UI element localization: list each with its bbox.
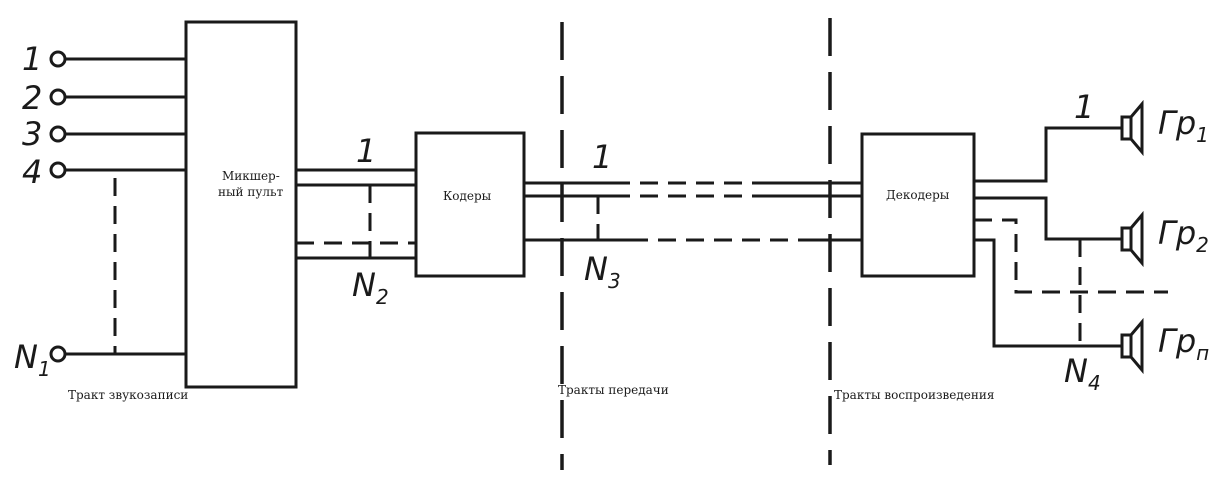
speaker-n: Грп [1120, 317, 1209, 375]
mixer-out-label-n2: N2 [352, 266, 389, 309]
speaker-n-label: Грп [1158, 322, 1209, 365]
transmission-channels: 1 N3 [522, 138, 864, 293]
input-label-2: 2 [22, 79, 42, 117]
mixer-label-line2: ный пульт [218, 185, 284, 199]
section-label-transmission: Тракты передачи [558, 383, 669, 397]
speaker-out-label-n4: N4 [1064, 352, 1101, 395]
input-terminals: 1 2 3 4 N1 [14, 40, 188, 381]
input-terminal-n1 [49, 345, 67, 363]
speaker-2: Гр2 [1120, 210, 1209, 268]
speaker-1-label: Гр1 [1158, 104, 1209, 147]
coders-label: Кодеры [443, 189, 492, 203]
coders-block [414, 131, 526, 278]
mixer-label-line1: Микшер- [222, 169, 280, 183]
speaker-feeds: 1 N4 [972, 88, 1168, 395]
transmit-label-1: 1 [592, 138, 612, 176]
input-label-n1: N1 [14, 338, 51, 381]
input-label-4: 4 [22, 153, 42, 191]
transmit-label-n3: N3 [584, 250, 621, 293]
speaker-1: Гр1 [1120, 99, 1209, 157]
section-label-recording: Тракт звукозаписи [68, 388, 188, 402]
mixer-console-block [184, 20, 298, 389]
decoders-label: Декодеры [886, 188, 950, 202]
mixer-to-coders-channels: 1 N2 [294, 132, 418, 309]
input-terminal-3 [49, 125, 67, 143]
mixer-out-label-1: 1 [356, 132, 376, 170]
input-terminal-2 [49, 88, 67, 106]
speaker-out-label-1: 1 [1074, 88, 1094, 126]
input-label-1: 1 [22, 40, 42, 78]
section-label-playback: Тракты воспроизведения [834, 388, 994, 402]
speaker-2-label: Гр2 [1158, 214, 1209, 257]
decoders-block [860, 132, 976, 278]
input-label-3: 3 [22, 115, 42, 153]
input-terminal-1 [49, 50, 67, 68]
input-terminal-4 [49, 161, 67, 179]
